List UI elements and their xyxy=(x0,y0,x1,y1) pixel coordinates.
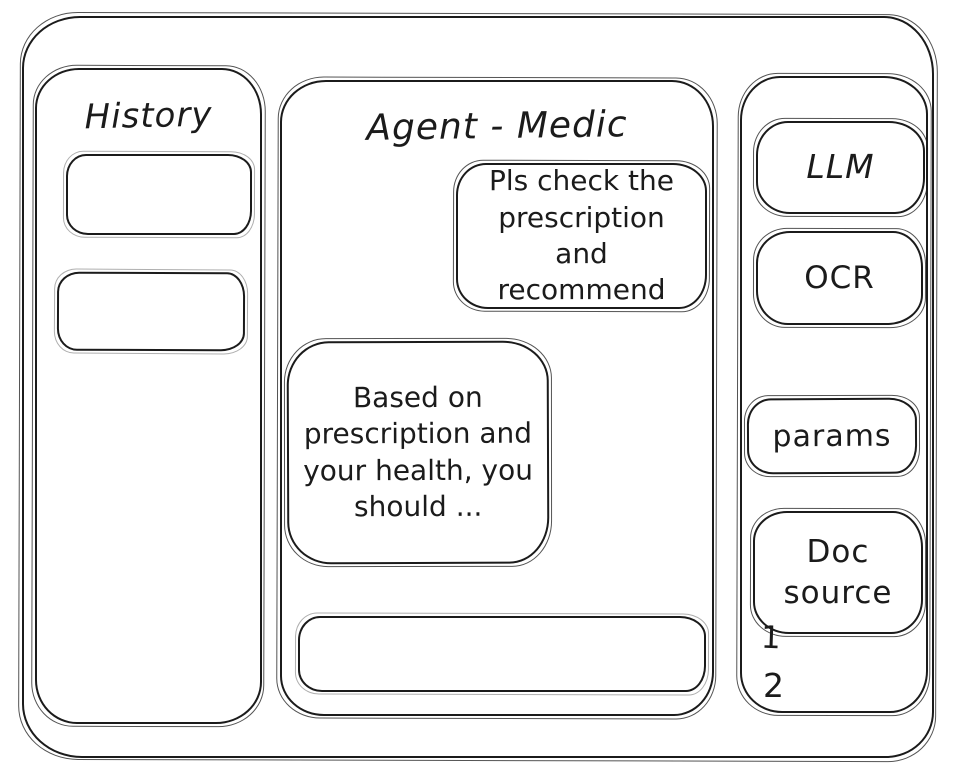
history-item[interactable] xyxy=(56,271,246,352)
user-message-bubble: Pls check the prescription and recommend xyxy=(456,163,707,309)
history-panel-title: History xyxy=(84,94,213,138)
llm-button[interactable]: LLM xyxy=(756,121,925,214)
doc-source-list-item[interactable]: 1 xyxy=(760,619,782,657)
doc-source-button[interactable]: Doc source xyxy=(753,511,923,634)
agent-message-bubble: Based on prescription and your health, y… xyxy=(286,340,550,565)
history-panel: History xyxy=(35,68,262,724)
chat-panel: Agent - Medic Pls check the prescription… xyxy=(280,80,714,716)
ocr-button[interactable]: OCR xyxy=(756,231,923,325)
chat-input-box xyxy=(298,616,706,692)
doc-source-list-item[interactable]: 2 xyxy=(763,666,784,705)
params-button[interactable]: params xyxy=(746,397,918,475)
tools-panel: LLM OCR params Doc source 1 2 xyxy=(740,76,928,713)
chat-input[interactable] xyxy=(300,618,704,690)
chat-panel-title: Agent - Medic xyxy=(366,104,628,149)
history-item[interactable] xyxy=(66,154,252,235)
app-frame: History Agent - Medic Pls check the pres… xyxy=(22,16,934,758)
